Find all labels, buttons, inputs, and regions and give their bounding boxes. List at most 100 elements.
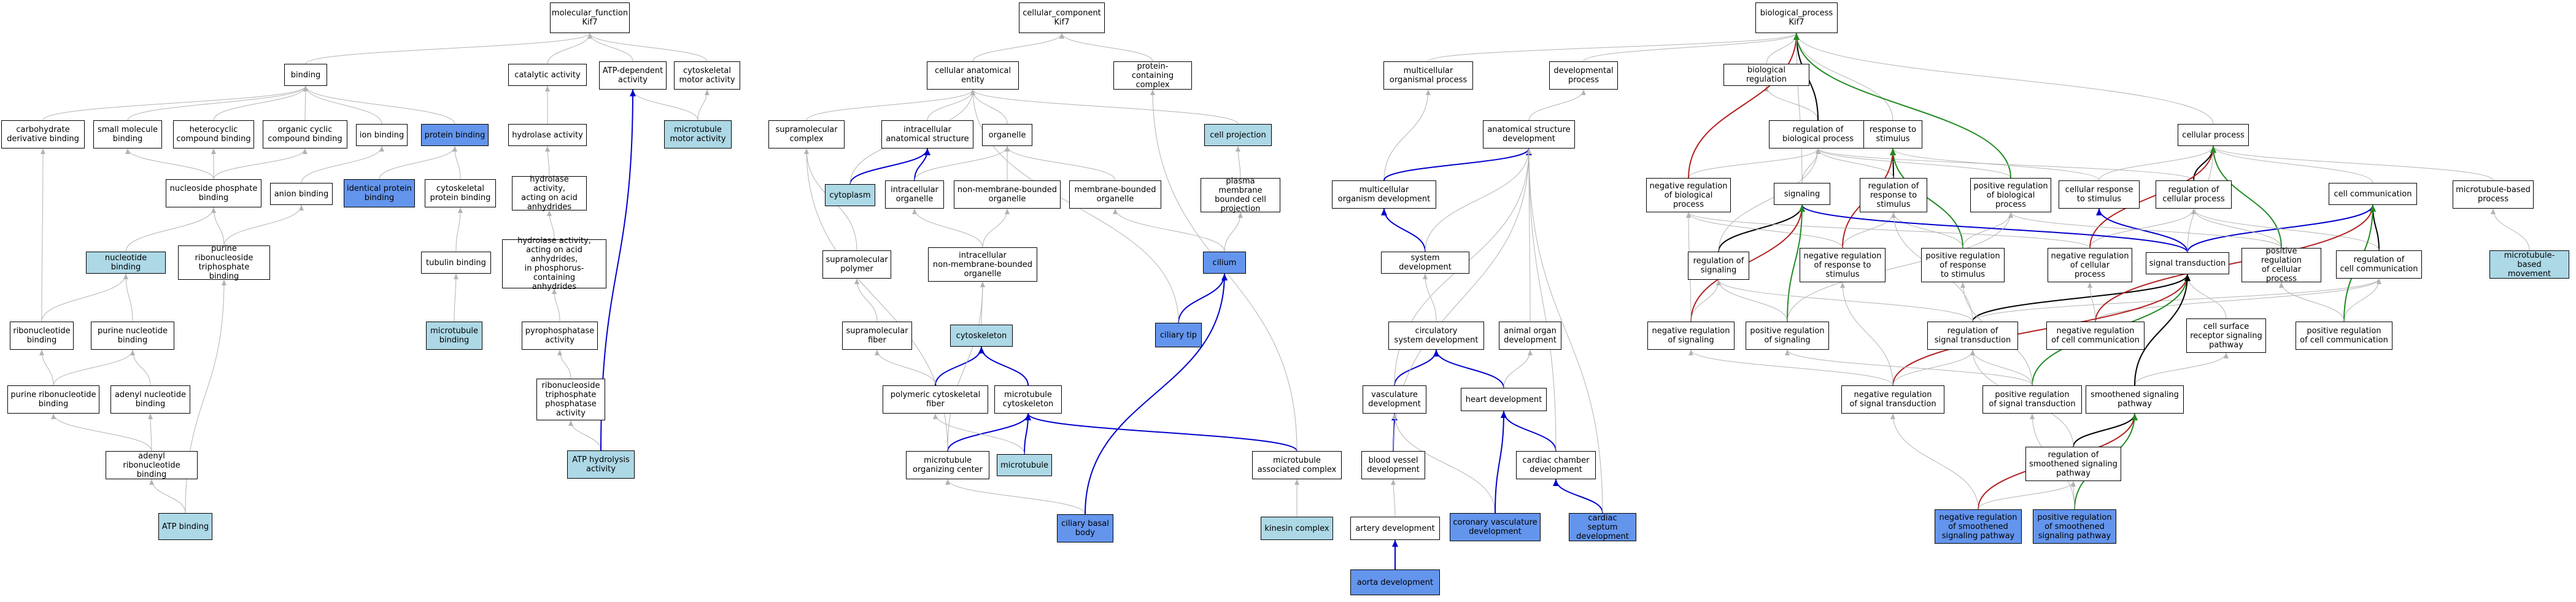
- node-organic-cyclic-compound-binding[interactable]: organic cyclic compound binding: [263, 120, 347, 149]
- node-vasculature-development[interactable]: vasculature development: [1363, 385, 1426, 414]
- node-protein-containing-complex[interactable]: protein-containing complex: [1113, 61, 1192, 90]
- node-microtubule-associated-complex[interactable]: microtubule associated complex: [1252, 451, 1342, 479]
- node-hydrolase-acting-on-acid-anhydrides[interactable]: hydrolase activity, acting on acid anhyd…: [512, 175, 587, 212]
- node-signaling[interactable]: signaling: [1774, 183, 1830, 205]
- node-regulation-of-signaling[interactable]: regulation of signaling: [1688, 252, 1749, 280]
- node-nucleotide-binding[interactable]: nucleotide binding: [86, 252, 166, 274]
- node-cardiac-septum-development[interactable]: cardiac septum development: [1569, 513, 1636, 541]
- node-negative-regulation-of-cell-communication[interactable]: negative regulation of cell communicatio…: [2046, 322, 2145, 350]
- node-negative-regulation-of-biological-process[interactable]: negative regulation of biological proces…: [1646, 178, 1731, 212]
- node-negative-regulation-of-signaling[interactable]: negative regulation of signaling: [1647, 322, 1735, 350]
- node-supramolecular-complex[interactable]: supramolecular complex: [768, 120, 845, 149]
- node-intracellular-anatomical-structure[interactable]: intracellular anatomical structure: [881, 120, 973, 149]
- node-microtubule-cytoskeleton[interactable]: microtubule cytoskeleton: [994, 385, 1062, 414]
- node-binding[interactable]: binding: [284, 64, 327, 86]
- node-cardiac-chamber-development[interactable]: cardiac chamber development: [1516, 451, 1596, 479]
- node-membrane-bounded-organelle[interactable]: membrane-bounded organelle: [1069, 180, 1161, 209]
- node-molecular-function-root[interactable]: molecular_function Kif7: [550, 2, 630, 33]
- node-microtubule-binding[interactable]: microtubule binding: [426, 322, 482, 350]
- node-positive-regulation-of-response-to-stimulus[interactable]: positive regulation of response to stimu…: [1921, 248, 2005, 282]
- node-developmental-process[interactable]: developmental process: [1549, 61, 1618, 90]
- node-positive-regulation-of-signaling[interactable]: positive regulation of signaling: [1746, 322, 1829, 350]
- node-atp-binding[interactable]: ATP binding: [158, 513, 212, 540]
- node-microtubule[interactable]: microtubule: [997, 454, 1052, 476]
- node-cytoskeletal-motor-activity[interactable]: cytoskeletal motor activity: [674, 61, 740, 90]
- node-negative-regulation-of-smoothened-signaling-pathway[interactable]: negative regulation of smoothened signal…: [1935, 509, 2022, 544]
- node-cell-communication[interactable]: cell communication: [2329, 183, 2417, 205]
- node-regulation-of-cellular-process[interactable]: regulation of cellular process: [2156, 180, 2232, 209]
- node-cytoplasm[interactable]: cytoplasm: [825, 184, 875, 206]
- node-multicellular-organism-development[interactable]: multicellular organism development: [1332, 180, 1436, 209]
- node-heterocyclic-compound-binding[interactable]: heterocyclic compound binding: [173, 120, 254, 149]
- node-microtubule-based-process[interactable]: microtubule-based process: [2453, 180, 2534, 209]
- node-multicellular-organismal-process[interactable]: multicellular organismal process: [1383, 61, 1473, 90]
- node-purine-ribonucleoside-triphosphate-binding[interactable]: purine ribonucleoside triphosphate bindi…: [178, 244, 270, 281]
- node-positive-regulation-of-smoothened-signaling-pathway[interactable]: positive regulation of smoothened signal…: [2033, 509, 2116, 544]
- node-positive-regulation-of-cellular-process[interactable]: positive regulation of cellular process: [2241, 247, 2321, 284]
- node-signal-transduction[interactable]: signal transduction: [2146, 252, 2229, 274]
- node-small-molecule-binding[interactable]: small molecule binding: [93, 120, 162, 149]
- node-negative-regulation-of-signal-transduction[interactable]: negative regulation of signal transducti…: [1841, 385, 1944, 414]
- node-non-membrane-bounded-organelle[interactable]: non-membrane-bounded organelle: [954, 180, 1061, 209]
- node-circulatory-system-development[interactable]: circulatory system development: [1388, 322, 1484, 350]
- node-supramolecular-fiber[interactable]: supramolecular fiber: [842, 322, 912, 350]
- node-intracellular-non-membrane-bounded-organelle[interactable]: intracellular non-membrane-bounded organ…: [928, 247, 1037, 282]
- node-positive-regulation-of-signal-transduction[interactable]: positive regulation of signal transducti…: [1982, 385, 2082, 414]
- node-cellular-process[interactable]: cellular process: [2178, 124, 2249, 146]
- node-kinesin-complex[interactable]: kinesin complex: [1261, 517, 1333, 540]
- node-supramolecular-polymer[interactable]: supramolecular polymer: [822, 250, 891, 279]
- node-ion-binding[interactable]: ion binding: [356, 124, 408, 146]
- node-anion-binding[interactable]: anion binding: [270, 183, 333, 205]
- node-cellular-anatomical-entity[interactable]: cellular anatomical entity: [927, 61, 1019, 90]
- node-atp-dependent-activity[interactable]: ATP-dependent activity: [599, 61, 667, 90]
- node-microtubule-organizing-center[interactable]: microtubule organizing center: [906, 451, 989, 479]
- node-tubulin-binding[interactable]: tubulin binding: [421, 252, 491, 274]
- node-microtubule-based-movement[interactable]: microtubule-based movement: [2489, 250, 2569, 279]
- node-nucleoside-phosphate-binding[interactable]: nucleoside phosphate binding: [166, 179, 261, 207]
- node-animal-organ-development[interactable]: animal organ development: [1499, 322, 1561, 350]
- node-catalytic-activity[interactable]: catalytic activity: [508, 64, 587, 86]
- node-identical-protein-binding[interactable]: identical protein binding: [344, 179, 415, 207]
- node-cell-projection[interactable]: cell projection: [1204, 124, 1272, 146]
- node-adenyl-nucleotide-binding[interactable]: adenyl nucleotide binding: [110, 385, 190, 414]
- node-cellular-response-to-stimulus[interactable]: cellular response to stimulus: [2059, 180, 2140, 209]
- node-ribonucleoside-triphosphate-phosphatase-activity[interactable]: ribonucleoside triphosphate phosphatase …: [536, 379, 605, 420]
- node-heart-development[interactable]: heart development: [1461, 388, 1547, 411]
- node-anatomical-structure-development[interactable]: anatomical structure development: [1483, 120, 1575, 149]
- node-cell-surface-receptor-signaling-pathway[interactable]: cell surface receptor signaling pathway: [2186, 318, 2266, 353]
- node-regulation-of-biological-process[interactable]: regulation of biological process: [1769, 120, 1867, 149]
- node-ribonucleotide-binding[interactable]: ribonucleotide binding: [10, 322, 74, 350]
- node-hydrolase-acting-on-phosphorus-anhydrides[interactable]: hydrolase activity, acting on acid anhyd…: [502, 236, 606, 291]
- node-cilium[interactable]: cilium: [1203, 252, 1246, 274]
- node-regulation-of-cell-communication[interactable]: regulation of cell communication: [2336, 250, 2422, 279]
- node-response-to-stimulus[interactable]: response to stimulus: [1863, 120, 1922, 149]
- node-system-development[interactable]: system development: [1381, 252, 1469, 274]
- node-regulation-of-response-to-stimulus[interactable]: regulation of response to stimulus: [1860, 178, 1927, 212]
- node-plasma-membrane-bounded-cell-projection[interactable]: plasma membrane bounded cell projection: [1201, 177, 1280, 214]
- node-cytoskeleton[interactable]: cytoskeleton: [950, 325, 1013, 347]
- node-coronary-vasculature-development[interactable]: coronary vasculature development: [1450, 513, 1541, 541]
- node-smoothened-signaling-pathway[interactable]: smoothened signaling pathway: [2086, 385, 2184, 414]
- node-ciliary-tip[interactable]: ciliary tip: [1155, 323, 1202, 347]
- node-positive-regulation-of-cell-communication[interactable]: positive regulation of cell communicatio…: [2296, 322, 2392, 350]
- node-negative-regulation-of-cellular-process[interactable]: negative regulation of cellular process: [2048, 248, 2132, 282]
- node-carbohydrate-derivative-binding[interactable]: carbohydrate derivative binding: [1, 120, 85, 149]
- node-intracellular-organelle[interactable]: intracellular organelle: [885, 180, 944, 209]
- node-positive-regulation-of-biological-process[interactable]: positive regulation of biological proces…: [1970, 178, 2051, 212]
- node-biological-process-root[interactable]: biological_process Kif7: [1755, 2, 1838, 33]
- node-pyrophosphatase-activity[interactable]: pyrophosphatase activity: [522, 322, 598, 350]
- node-atp-hydrolysis-activity[interactable]: ATP hydrolysis activity: [567, 450, 635, 479]
- node-polymeric-cytoskeletal-fiber[interactable]: polymeric cytoskeletal fiber: [883, 385, 988, 414]
- node-biological-regulation[interactable]: biological regulation: [1723, 64, 1809, 86]
- node-purine-nucleotide-binding[interactable]: purine nucleotide binding: [91, 322, 174, 350]
- node-artery-development[interactable]: artery development: [1350, 517, 1440, 540]
- node-regulation-of-smoothened-signaling-pathway[interactable]: regulation of smoothened signaling pathw…: [2025, 447, 2121, 481]
- node-cytoskeletal-protein-binding[interactable]: cytoskeletal protein binding: [425, 179, 496, 207]
- node-negative-regulation-of-response-to-stimulus[interactable]: negative regulation of response to stimu…: [1800, 248, 1886, 282]
- node-microtubule-motor-activity[interactable]: microtubule motor activity: [664, 120, 732, 149]
- node-regulation-of-signal-transduction[interactable]: regulation of signal transduction: [1927, 322, 2018, 350]
- node-organelle[interactable]: organelle: [982, 124, 1032, 146]
- node-ciliary-basal-body[interactable]: ciliary basal body: [1057, 514, 1113, 542]
- node-hydrolase-activity[interactable]: hydrolase activity: [508, 124, 587, 146]
- node-cellular-component-root[interactable]: cellular_component Kif7: [1019, 2, 1105, 33]
